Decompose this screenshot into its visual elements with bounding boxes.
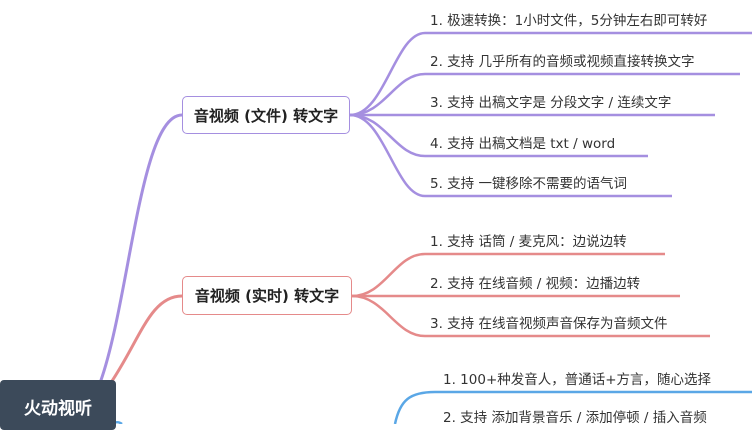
connector-realtime-item-1 [351, 252, 665, 298]
realtime-item-3: 3. 支持 在线音视频声音保存为音频文件 [430, 316, 668, 332]
file-item-2: 2. 支持 几乎所有的音频或视频直接转换文字 [430, 54, 695, 70]
voice-item-1: 1. 100+种发音人，普通话+方言，随心选择 [443, 372, 712, 388]
connector-realtime-item-3 [351, 294, 710, 338]
root-node: 火动视听 [0, 380, 116, 430]
file-item-5: 5. 支持 一键移除不需要的语气词 [430, 176, 627, 192]
realtime-item-1: 1. 支持 话筒 / 麦克风：边说边转 [430, 234, 627, 250]
connector-root-to-branch-file [98, 113, 183, 384]
branch-node-realtime-label: 音视频 (实时) 转文字 [194, 287, 340, 305]
file-item-4: 4. 支持 出稿文档是 txt / word [430, 136, 616, 152]
connector-root-to-branch-realtime [108, 294, 183, 385]
branch-node-realtime-transcription: 音视频 (实时) 转文字 [182, 276, 352, 315]
root-node-label: 火动视听 [24, 399, 92, 419]
branch-node-file-transcription: 音视频 (文件) 转文字 [182, 96, 350, 134]
connector-file-item-1 [349, 31, 752, 117]
connector-file-item-5 [349, 113, 672, 198]
branch-node-file-label: 音视频 (文件) 转文字 [193, 106, 339, 125]
realtime-item-2: 2. 支持 在线音频 / 视频：边播边转 [430, 276, 641, 292]
connector-voice-item-1 [393, 390, 752, 424]
voice-item-2: 2. 支持 添加背景音乐 / 添加停顿 / 插入音频 [443, 410, 707, 426]
file-item-1: 1. 极速转换：1小时文件，5分钟左右即可转好 [430, 13, 708, 29]
connector-file-item-2 [349, 72, 740, 117]
file-item-3: 3. 支持 出稿文字是 分段文字 / 连续文字 [430, 95, 672, 111]
connector-file-item-4 [349, 113, 648, 158]
